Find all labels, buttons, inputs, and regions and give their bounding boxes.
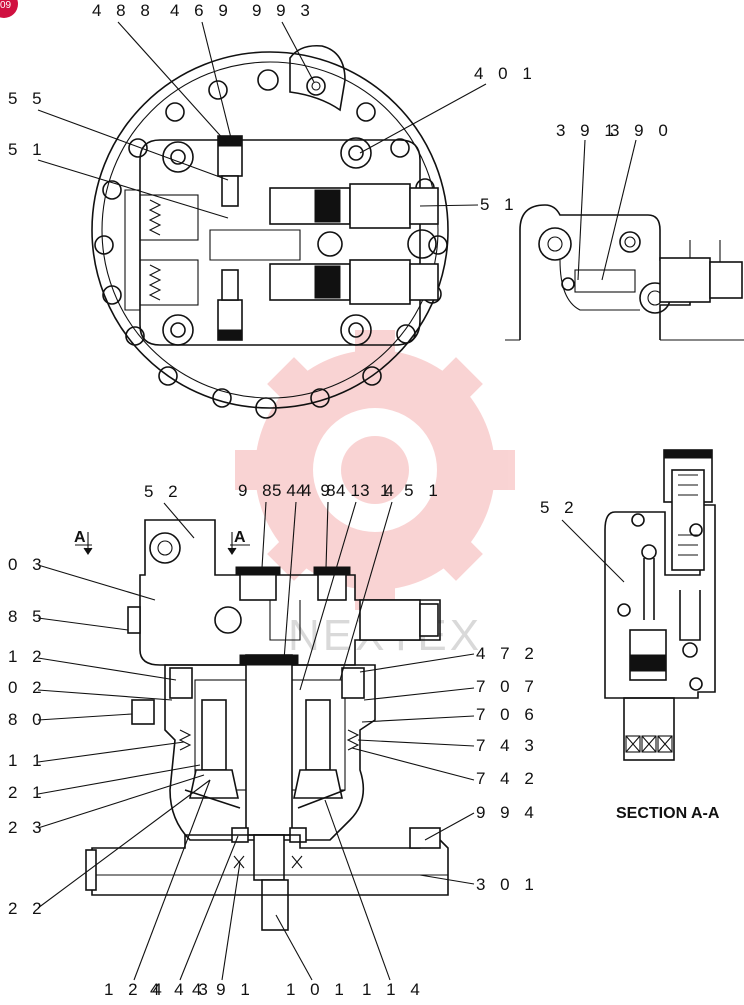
- label-743: 7 4 3: [476, 736, 539, 755]
- label-52-aa: 5 2: [540, 498, 579, 517]
- label-984: 9 8 4: [238, 481, 301, 500]
- label-472: 4 7 2: [476, 644, 539, 663]
- section-aa-labels: 5 2 SECTION A-A: [540, 498, 720, 822]
- section-view-drawing: [85, 519, 449, 931]
- label-702: 0 2: [8, 678, 47, 697]
- label-723: 2 3: [8, 818, 47, 837]
- label-434: 4 3 4: [336, 481, 399, 500]
- label-880: 8 0: [8, 710, 47, 729]
- detail-view-labels: 3 9 1 3 9 0: [556, 121, 673, 281]
- label-391: 3 9 1: [556, 121, 619, 140]
- label-993: 9 9 3: [252, 1, 315, 20]
- label-124: 1 2 4: [104, 980, 167, 999]
- label-303: 0 3: [8, 555, 47, 574]
- label-51-left: 5 1: [8, 140, 47, 159]
- label-401: 4 0 1: [474, 64, 537, 83]
- detail-view-drawing: [505, 204, 744, 341]
- label-55: 5 5: [8, 89, 47, 108]
- section-aa-drawing: [604, 449, 716, 761]
- label-721: 2 1: [8, 783, 47, 802]
- label-742: 7 4 2: [476, 769, 539, 788]
- label-151: 1 5 1: [380, 481, 443, 500]
- watermark-logo: [235, 330, 515, 610]
- cut-mark-right: A: [234, 529, 246, 546]
- label-312: 1 2: [8, 647, 47, 666]
- label-711: 1 1: [8, 751, 47, 770]
- label-51-right: 5 1: [480, 195, 519, 214]
- label-994: 9 9 4: [476, 803, 539, 822]
- top-view-drawing: [91, 44, 449, 419]
- label-114: 1 1 4: [362, 980, 425, 999]
- cut-marks: A A: [74, 529, 250, 555]
- label-52: 5 2: [144, 482, 183, 501]
- label-481: 4 8 1: [302, 481, 365, 500]
- label-301: 3 0 1: [476, 875, 539, 894]
- label-985: 8 5: [8, 607, 47, 626]
- top-view-labels: 4 8 8 4 6 9 9 9 3 4 0 1 5 5 5 1 5 1: [8, 1, 537, 219]
- label-101: 1 0 1: [286, 980, 349, 999]
- svg-text:09: 09: [0, 0, 12, 11]
- label-469: 4 6 9: [170, 1, 233, 20]
- label-549: 5 4 9: [272, 481, 335, 500]
- label-488: 4 8 8: [92, 1, 155, 20]
- section-view-labels: 5 2 9 8 4 5 4 9 4 8 1 4 3 4 1 5 1 0 3 8 …: [8, 481, 539, 999]
- corner-badge: 09: [0, 0, 18, 18]
- label-443: 4 4 3: [150, 980, 213, 999]
- label-390: 3 9 0: [610, 121, 673, 140]
- cut-mark-left: A: [74, 529, 86, 546]
- label-706: 7 0 6: [476, 705, 539, 724]
- label-491: 4 9 1: [192, 980, 255, 999]
- section-title: SECTION A-A: [616, 805, 720, 822]
- label-707: 7 0 7: [476, 677, 539, 696]
- label-722: 2 2: [8, 899, 47, 918]
